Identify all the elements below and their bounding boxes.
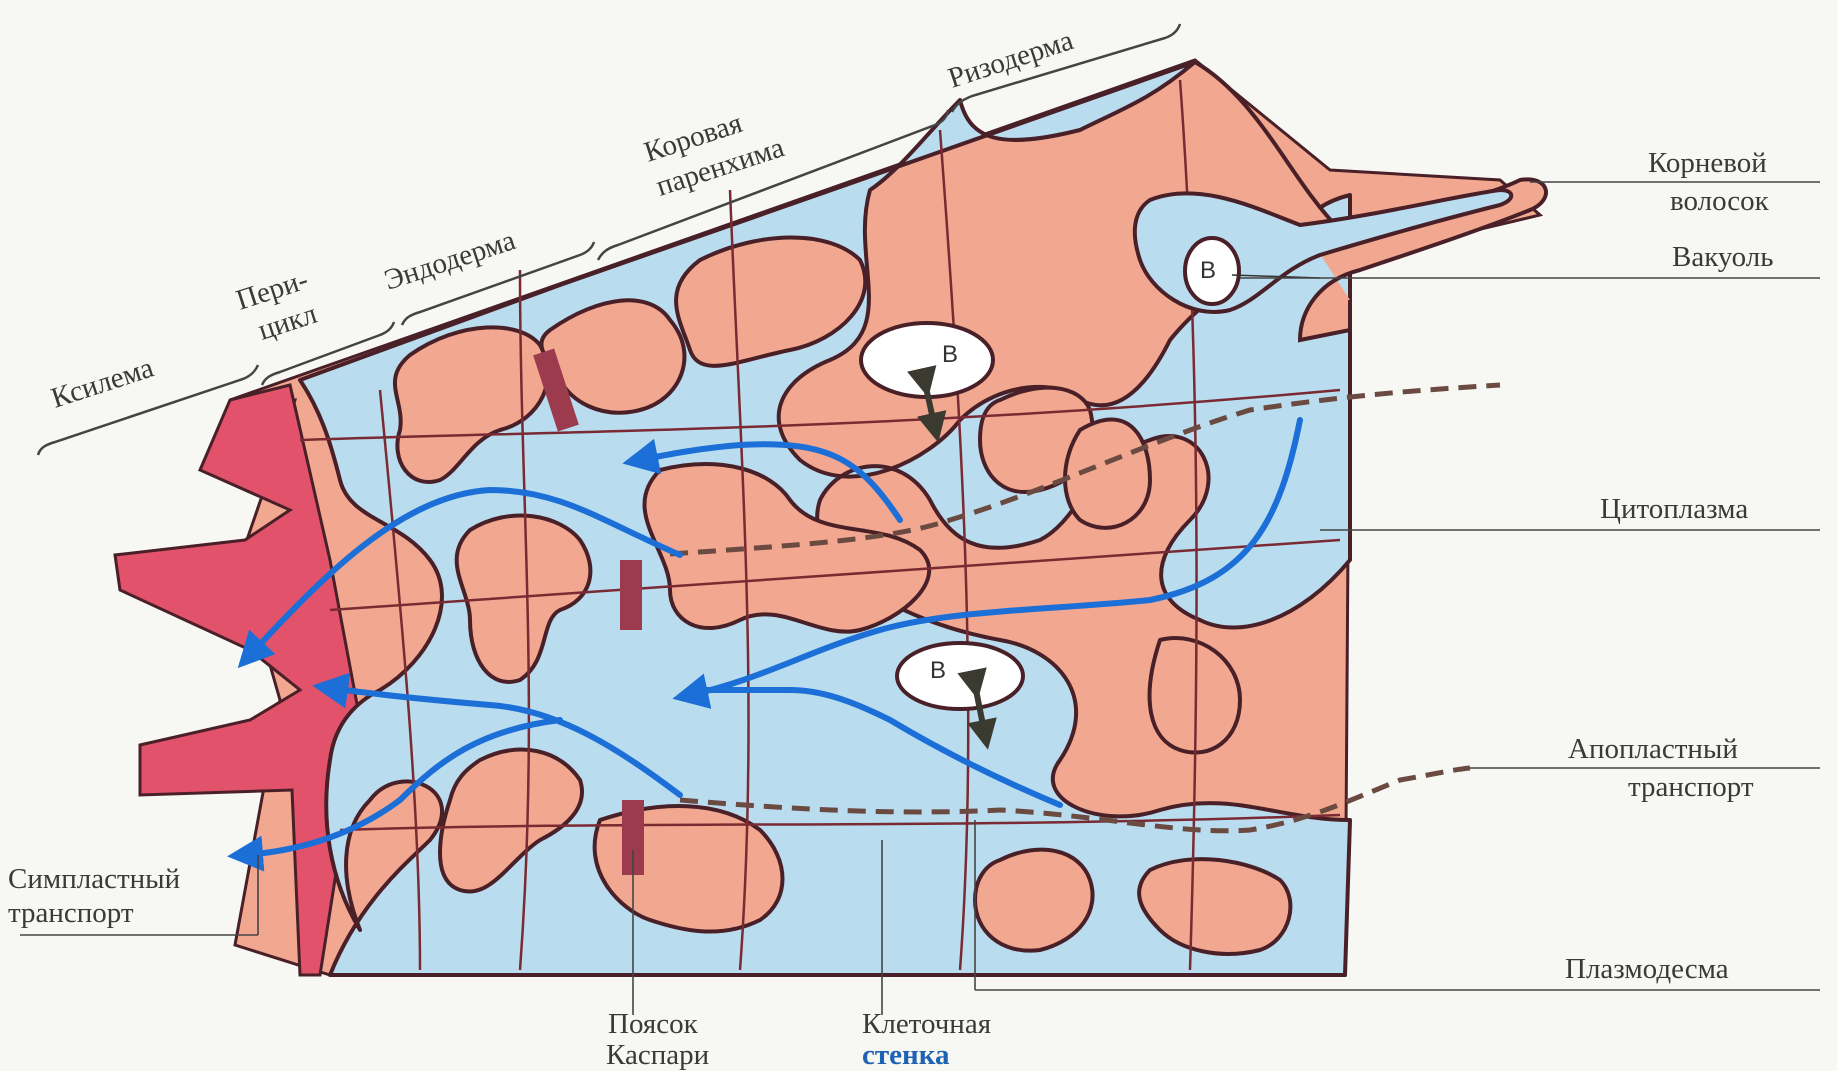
casparian-label: Каспари [606,1039,709,1071]
cell-wall-label: Клеточная [862,1008,991,1040]
symplast-label: Симпластный [8,863,180,895]
root-hair-label: волосок [1670,185,1770,217]
xylem-label: Ксилема [47,352,157,415]
vacuole-label: Вакуоль [1672,241,1774,273]
vacuole-bottom [897,643,1023,709]
root-hair-label: Корневой [1648,147,1767,179]
casparian-label: Поясок [608,1008,699,1040]
apoplast-label: транспорт [1628,771,1754,803]
cell-wall-label: стенка [862,1039,950,1071]
cytoplasm-label: Цитоплазма [1600,493,1748,525]
symplast-label: транспорт [8,897,134,929]
plasmodesma-label: Плазмодесма [1565,953,1729,985]
vacuole-letter: В [942,341,958,368]
endoderm-label: Эндодерма [380,224,519,296]
vacuole-letter: В [1200,257,1216,284]
apoplast-label: Апопластный [1568,733,1738,765]
vacuole-letter: В [930,657,946,684]
